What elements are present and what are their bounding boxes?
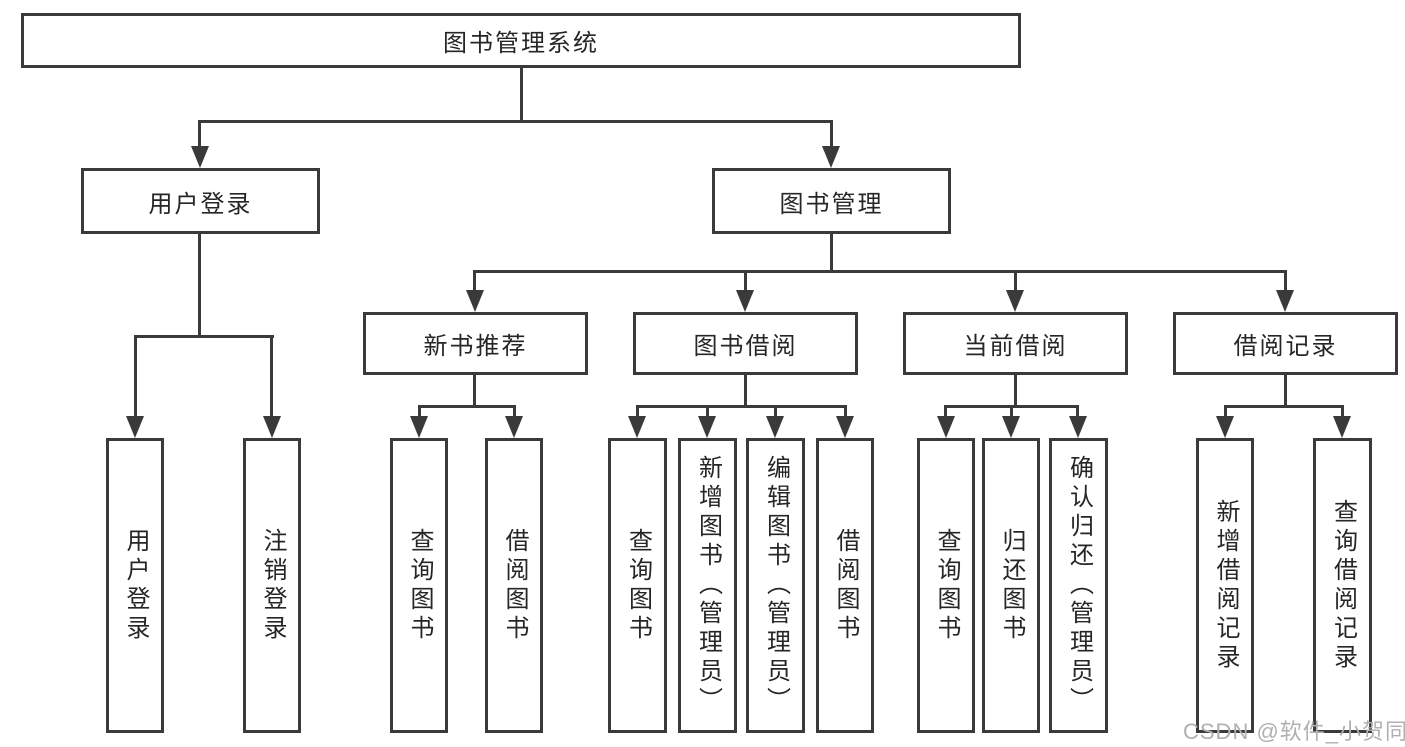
connector-drop-book-management: [830, 120, 833, 148]
leaf-query-books-current: 查询图书: [917, 438, 975, 733]
arrow-down-icon: [191, 146, 209, 168]
connector-drop: [1224, 405, 1227, 418]
arrow-down-icon: [1006, 290, 1024, 312]
connector-borrow-records-rail: [1224, 405, 1344, 408]
csdn-watermark: CSDN @软件_小贺同学: [1183, 719, 1405, 744]
arrow-down-icon: [263, 416, 281, 438]
node-book-borrowing: 图书借阅: [633, 312, 858, 375]
connector-drop: [1010, 405, 1013, 418]
arrow-down-icon: [766, 416, 784, 438]
connector-drop-borrow-records: [1284, 270, 1287, 292]
connector-book-management-rail: [474, 270, 1287, 273]
connector-drop: [1341, 405, 1344, 418]
arrow-down-icon: [1216, 416, 1234, 438]
leaf-edit-books-admin: 编辑图书（管理员）: [746, 438, 805, 733]
node-borrow-records: 借阅记录: [1173, 312, 1398, 375]
connector-current-borrowing-stem: [1014, 375, 1017, 407]
leaf-return-books: 归还图书: [982, 438, 1040, 733]
leaf-user-login: 用户登录: [106, 438, 164, 733]
arrow-down-icon: [466, 290, 484, 312]
arrow-down-icon: [628, 416, 646, 438]
connector-root-stem: [520, 68, 523, 123]
connector-drop-leaf-user-login: [134, 335, 137, 418]
arrow-down-icon: [698, 416, 716, 438]
connector-drop: [706, 405, 709, 418]
arrow-down-icon: [822, 146, 840, 168]
connector-drop-current-borrowing: [1014, 270, 1017, 292]
connector-book-borrowing-rail: [636, 405, 847, 408]
connector-drop-user-login: [198, 120, 201, 148]
arrow-down-icon: [1333, 416, 1351, 438]
connector-new-book-stem: [473, 375, 476, 407]
arrow-down-icon: [126, 416, 144, 438]
leaf-confirm-return-admin: 确认归还（管理员）: [1049, 438, 1108, 733]
node-user-login: 用户登录: [81, 168, 320, 234]
connector-borrow-records-stem: [1284, 375, 1287, 407]
leaf-borrow-books-recommend: 借阅图书: [485, 438, 543, 733]
arrow-down-icon: [1069, 416, 1087, 438]
node-library-system: 图书管理系统: [21, 13, 1021, 68]
connector-book-borrowing-stem: [744, 375, 747, 407]
node-book-management: 图书管理: [712, 168, 951, 234]
connector-user-login-stem: [198, 234, 201, 337]
connector-drop: [636, 405, 639, 418]
connector-drop-new-book: [473, 270, 476, 292]
connector-new-book-rail: [418, 405, 516, 408]
leaf-add-books-admin: 新增图书（管理员）: [678, 438, 737, 733]
connector-drop: [944, 405, 947, 418]
connector-book-management-stem: [830, 234, 833, 272]
leaf-logout: 注销登录: [243, 438, 301, 733]
leaf-query-books-recommend: 查询图书: [390, 438, 448, 733]
leaf-query-books-borrowing: 查询图书: [608, 438, 667, 733]
connector-root-rail: [199, 120, 833, 123]
connector-drop: [774, 405, 777, 418]
arrow-down-icon: [505, 416, 523, 438]
arrow-down-icon: [937, 416, 955, 438]
connector-drop: [418, 405, 421, 418]
arrow-down-icon: [410, 416, 428, 438]
connector-drop: [844, 405, 847, 418]
leaf-add-borrow-record: 新增借阅记录: [1196, 438, 1254, 733]
connector-drop-book-borrowing: [744, 270, 747, 292]
connector-user-login-rail: [134, 335, 274, 338]
connector-drop: [1076, 405, 1079, 418]
connector-drop-leaf-logout: [270, 335, 273, 418]
node-new-book-recommend: 新书推荐: [363, 312, 588, 375]
node-current-borrowing: 当前借阅: [903, 312, 1128, 375]
arrow-down-icon: [1002, 416, 1020, 438]
arrow-down-icon: [736, 290, 754, 312]
connector-drop: [513, 405, 516, 418]
arrow-down-icon: [1276, 290, 1294, 312]
leaf-query-borrow-record: 查询借阅记录: [1313, 438, 1372, 733]
arrow-down-icon: [836, 416, 854, 438]
leaf-borrow-books: 借阅图书: [816, 438, 874, 733]
